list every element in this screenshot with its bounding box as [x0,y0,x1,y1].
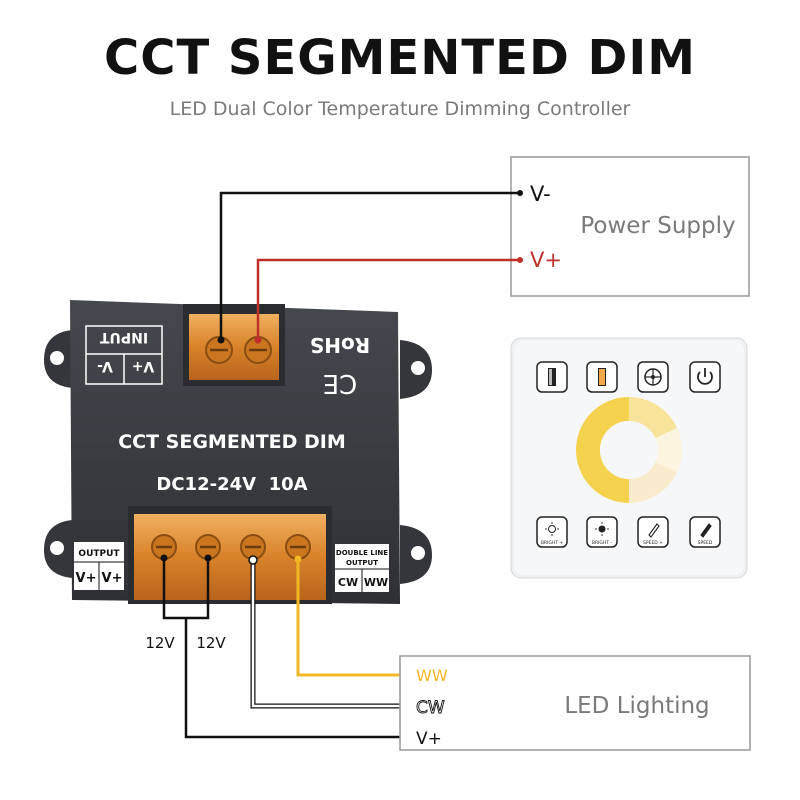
left-mount-bottom [44,500,72,578]
bright-down-label: BRIGHT - [592,540,613,546]
mount-hole [50,351,64,365]
power-supply-label: Power Supply [580,213,735,239]
rocket-filled-icon [700,523,712,538]
wire-power-pos [256,258,520,338]
right-mount-bottom [400,505,432,584]
output-pos-2-label: V+ [102,571,123,586]
input-neg-label: V- [97,358,113,374]
led-pos-label: V+ [416,729,442,749]
controller: V+ V- INPUT RoHS CE CCT SEGMENTED DIM DC… [44,300,432,604]
output-label: OUTPUT [78,549,120,559]
led-cw-label: CW [416,698,445,718]
output-label-block: OUTPUT V+ V+ [74,542,124,590]
color-temperature-wheel[interactable] [576,397,682,503]
input-pos-label: V+ [132,358,155,374]
power-icon [697,371,713,385]
led-lighting-box [399,655,751,751]
rohs-mark: RoHS [310,333,370,357]
bright-up-label: BRIGHT + [541,540,564,546]
rohs-label: RoHS [310,333,370,357]
sun-dim-icon [598,525,606,533]
controller-name: CCT SEGMENTED DIM [118,431,346,453]
out-cw-label: CW [338,576,358,589]
controller-rating: DC12-24V 10A [156,474,307,495]
power-supply: Power Supply V- V+ [510,156,750,297]
voltage-label-right: 12V [196,634,226,652]
sun-icon [548,525,556,533]
mount-hole [50,541,64,555]
voltage-label-left: 12V [145,634,175,652]
ce-mark: CE [323,368,358,398]
output-pos-1-label: V+ [76,571,97,586]
double-line-label-1: DOUBLE LINE [336,549,388,557]
remote-panel: BRIGHT + BRIGHT - SPEED + SPEED [510,337,748,579]
right-mount-top [400,320,432,399]
speed-down-label: SPEED [698,540,713,546]
led-lighting: LED Lighting WW CW V+ [399,655,751,751]
double-line-output-block: DOUBLE LINE OUTPUT CW WW [335,544,389,592]
double-line-label-2: OUTPUT [346,559,378,567]
page-title: CCT SEGMENTED DIM [104,30,696,86]
mount-hole [411,361,425,375]
led-lighting-label: LED Lighting [564,693,709,719]
left-mount-top [44,310,72,388]
wires [160,191,520,741]
out-ww-label: WW [364,576,388,589]
wire-ww [296,560,406,677]
output-screws [151,534,311,560]
wire-power-neg [219,191,520,338]
led-ww-label: WW [416,666,448,685]
input-label: INPUT [100,329,149,345]
speed-up-label: SPEED + [643,540,663,546]
input-label-block: V+ V- INPUT [85,325,163,385]
power-pos-label: V+ [530,248,562,272]
mount-hole [411,546,425,560]
page-subtitle: LED Dual Color Temperature Dimming Contr… [169,98,631,120]
ce-label: CE [323,368,358,398]
rocket-icon [648,523,660,538]
wire-cw [251,561,404,708]
power-neg-label: V- [530,182,551,206]
wire-output-pos [184,618,404,739]
